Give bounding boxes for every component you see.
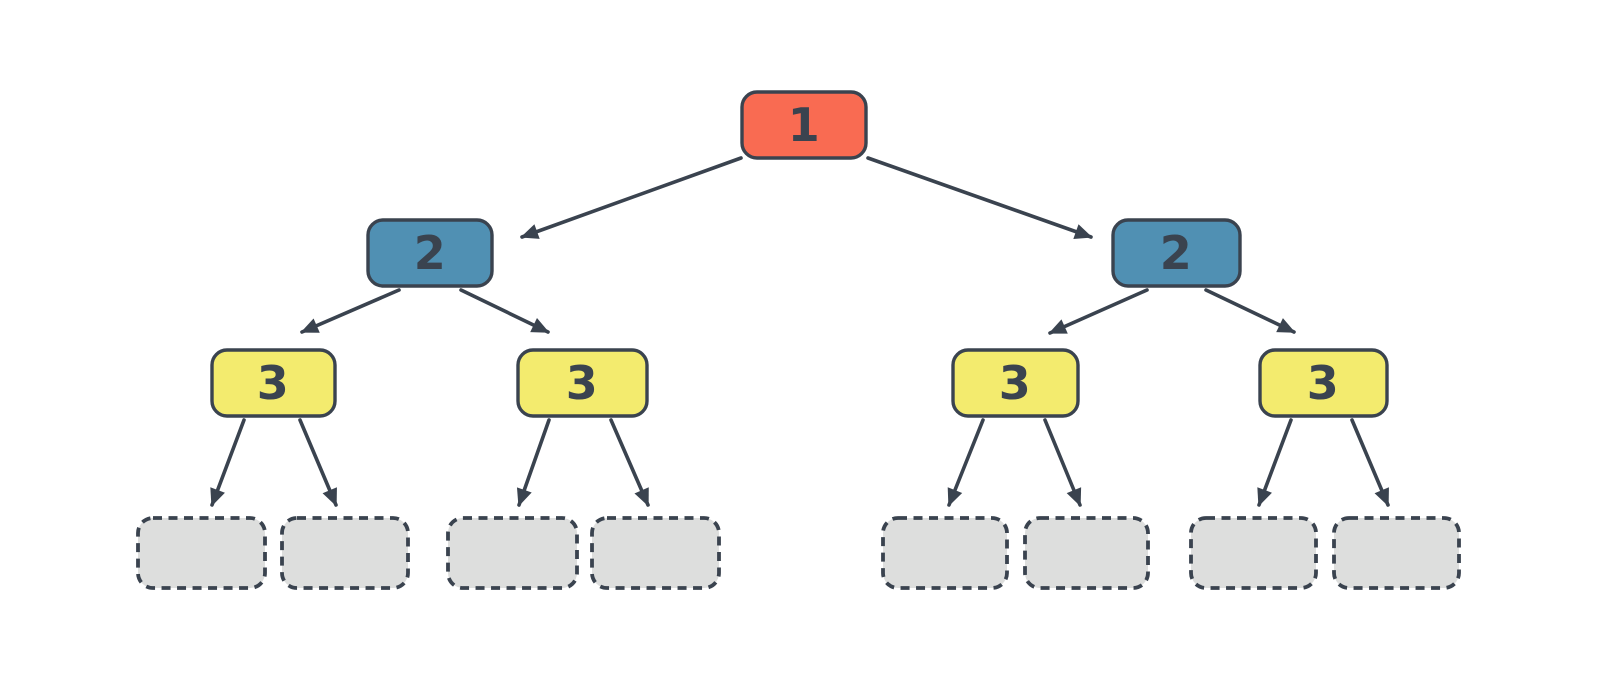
edge-y4-g7 <box>1257 418 1293 507</box>
node-3-d <box>1258 348 1389 418</box>
placeholder-node-5 <box>881 516 1009 590</box>
node-left-2 <box>366 218 494 288</box>
edge-left2-y2 <box>459 288 550 334</box>
placeholder-node-4 <box>590 516 721 590</box>
node-3-b <box>516 348 649 418</box>
edge-root-left2 <box>520 156 743 239</box>
placeholder-node-7 <box>1189 516 1318 590</box>
edge-right2-y3 <box>1048 288 1149 335</box>
node-right-2-label: 2 <box>1160 226 1193 280</box>
node-3-c <box>951 348 1080 418</box>
node-left-2-label: 2 <box>414 226 447 280</box>
edge-y1-g1 <box>210 418 246 507</box>
edge-y3-g6 <box>1043 418 1082 507</box>
node-root-label: 1 <box>788 98 821 152</box>
edge-left2-y1 <box>300 288 401 334</box>
placeholder-node-1 <box>136 516 267 590</box>
node-3-a-label: 3 <box>257 356 290 410</box>
edge-y1-g2 <box>298 418 338 507</box>
edge-right2-y4 <box>1204 288 1296 334</box>
node-root <box>740 90 868 160</box>
placeholder-nodes <box>136 516 1461 590</box>
node-3-b-label: 3 <box>566 356 599 410</box>
edge-y2-g4 <box>609 418 650 507</box>
placeholder-node-6 <box>1023 516 1150 590</box>
node-3-d-label: 3 <box>1307 356 1340 410</box>
edge-y3-g5 <box>947 418 985 507</box>
placeholder-node-3 <box>446 516 579 590</box>
edge-y4-g8 <box>1350 418 1390 507</box>
node-3-c-label: 3 <box>999 356 1032 410</box>
edges <box>210 156 1390 507</box>
node-3-a <box>210 348 337 418</box>
edge-root-right2 <box>866 156 1093 240</box>
nodes <box>210 90 1389 418</box>
node-right-2 <box>1111 218 1242 288</box>
placeholder-node-2 <box>280 516 410 590</box>
placeholder-node-8 <box>1332 516 1461 590</box>
node-labels: 1 2 2 3 3 3 3 <box>257 98 1340 410</box>
edge-y2-g3 <box>516 418 551 507</box>
